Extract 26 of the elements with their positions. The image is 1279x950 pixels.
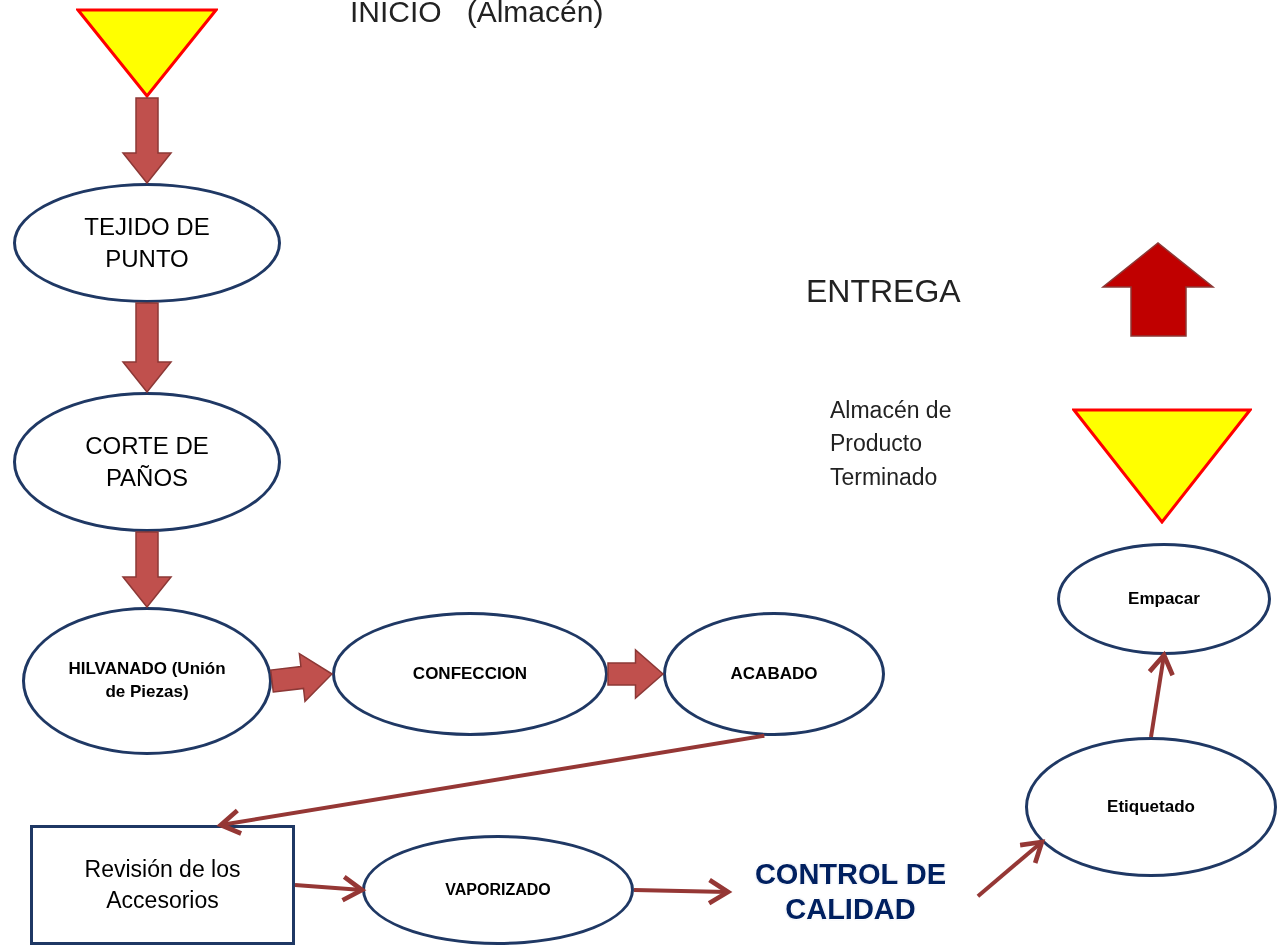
block-arrow bbox=[121, 302, 173, 394]
stage-label: Almacén de Producto Terminado bbox=[830, 396, 953, 492]
node-label: HILVANADO (Unión de Piezas) bbox=[67, 658, 227, 703]
node-label: Empacar bbox=[1127, 587, 1201, 610]
stage-label: INICIO (Almacén) bbox=[350, 0, 605, 30]
block-arrow bbox=[121, 97, 173, 185]
node-label: Revisión de los Accesorios bbox=[83, 854, 242, 915]
node-label: Etiquetado bbox=[1106, 795, 1196, 818]
node-label: ACABADO bbox=[729, 662, 819, 685]
arrow bbox=[976, 839, 1045, 898]
arrow bbox=[633, 877, 731, 906]
arrow bbox=[218, 733, 765, 836]
node-label: CORTE DE PAÑOS bbox=[84, 430, 210, 493]
arrow bbox=[294, 874, 365, 903]
block-arrow bbox=[607, 648, 665, 700]
stage-label: ENTREGA bbox=[806, 272, 961, 311]
node-label: VAPORIZADO bbox=[444, 880, 552, 901]
arrow bbox=[1147, 652, 1175, 738]
stage-label: CONTROL DE CALIDAD bbox=[753, 857, 948, 927]
block-arrow bbox=[121, 531, 173, 609]
storage-triangle bbox=[1072, 408, 1252, 524]
node-label: TEJIDO DE PUNTO bbox=[83, 211, 211, 274]
node-label: CONFECCION bbox=[411, 662, 529, 685]
block-arrow bbox=[269, 652, 334, 703]
process-box bbox=[30, 825, 295, 945]
storage-triangle bbox=[76, 8, 218, 98]
